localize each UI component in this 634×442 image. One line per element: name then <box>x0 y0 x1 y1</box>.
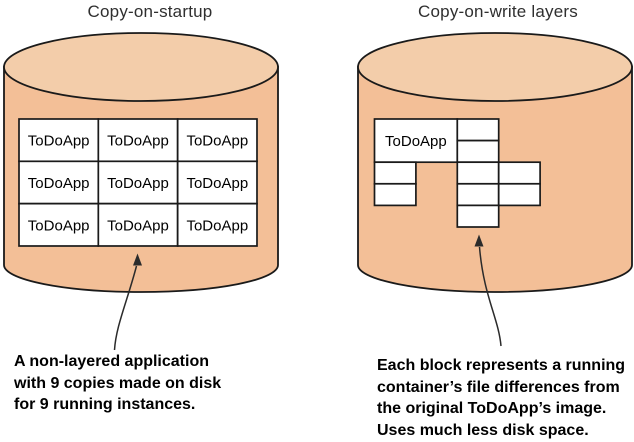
left-caption-arrow-head-icon <box>133 253 142 266</box>
app-copy-label: ToDoApp <box>186 133 248 150</box>
app-copy-label: ToDoApp <box>28 217 90 234</box>
layer-diff-block <box>456 139 500 164</box>
right-caption-arrow-head-icon <box>474 234 484 247</box>
app-copy-label: ToDoApp <box>107 133 169 150</box>
app-copy-block <box>18 118 100 163</box>
left-panel-caption: A non-layered application with 9 copies … <box>14 353 222 413</box>
right-disk-cylinder-top <box>357 32 633 102</box>
app-copy-label: ToDoApp <box>107 217 169 234</box>
right-caption-arrow <box>478 246 502 347</box>
layer-diff-block <box>497 161 541 185</box>
layer-diff-block <box>456 118 500 142</box>
left-disk-cylinder-top <box>3 32 279 102</box>
left-panel-title: Copy-on-startup <box>87 2 213 21</box>
right-panel-caption: Each block represents a running containe… <box>377 357 626 439</box>
app-copy-label: ToDoApp <box>28 133 90 150</box>
app-copy-label: ToDoApp <box>186 175 248 192</box>
app-copy-block <box>176 118 258 163</box>
app-copy-label: ToDoApp <box>107 175 169 192</box>
app-copy-block <box>97 202 179 247</box>
layer-diff-block <box>373 182 417 207</box>
app-copy-block <box>18 202 100 247</box>
app-copy-block <box>176 160 258 205</box>
app-copy-label: ToDoApp <box>28 175 90 192</box>
layer-diff-block <box>456 204 500 228</box>
app-copy-label: ToDoApp <box>186 217 248 234</box>
right-panel-title: Copy-on-write layers <box>418 2 578 21</box>
left-caption-arrow <box>113 265 138 351</box>
layer-diff-block <box>456 161 500 185</box>
layer-diff-block <box>373 161 417 185</box>
app-copy-block <box>176 202 258 247</box>
original-image-label: ToDoApp <box>385 133 447 150</box>
layer-diff-block <box>497 182 541 207</box>
layer-diff-block <box>456 182 500 207</box>
